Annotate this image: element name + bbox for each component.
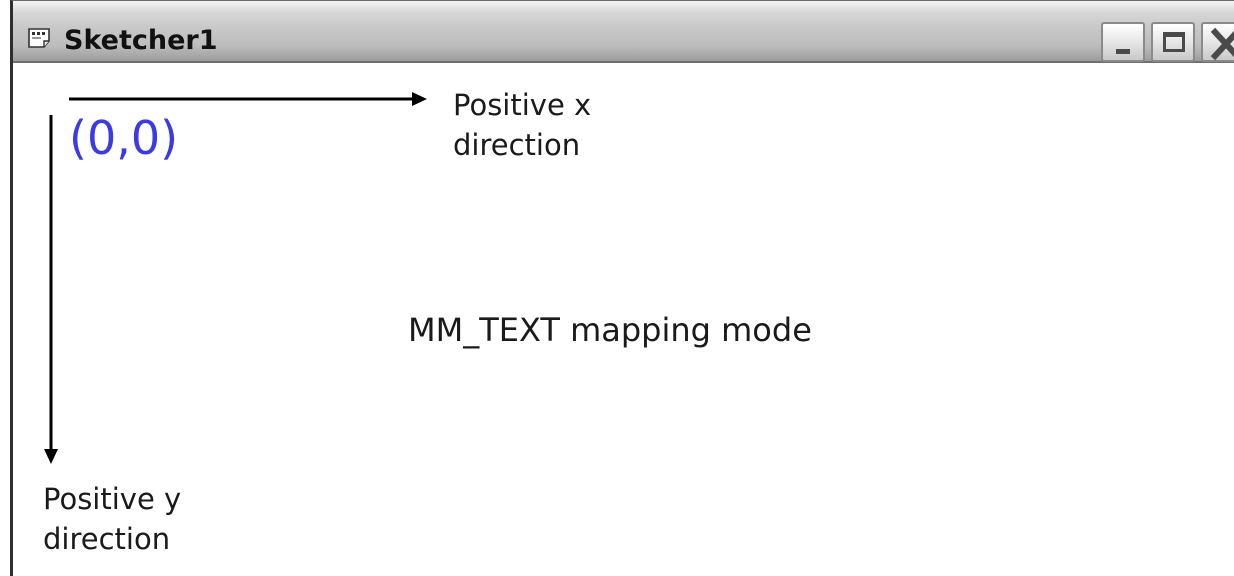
x-direction-label: Positive x direction bbox=[453, 85, 591, 165]
minimize-icon bbox=[1116, 49, 1130, 54]
mapping-mode-label: MM_TEXT mapping mode bbox=[408, 311, 812, 349]
y-axis-arrowhead bbox=[44, 449, 58, 464]
sketcher-app-icon[interactable] bbox=[27, 26, 53, 50]
axes-diagram bbox=[44, 92, 427, 464]
x-direction-label-line2: direction bbox=[453, 128, 581, 162]
title-bar[interactable]: Sketcher1 bbox=[13, 1, 1234, 63]
maximize-icon bbox=[1163, 32, 1185, 52]
sketcher-window: Sketcher1 (0,0) Positive x bbox=[10, 0, 1234, 576]
x-direction-label-line1: Positive x bbox=[453, 88, 592, 122]
x-axis-arrowhead bbox=[412, 92, 427, 106]
maximize-button[interactable] bbox=[1151, 22, 1195, 62]
y-direction-label: Positive y direction bbox=[43, 479, 181, 559]
close-icon bbox=[1210, 28, 1234, 60]
origin-label: (0,0) bbox=[69, 111, 179, 165]
minimize-button[interactable] bbox=[1101, 22, 1145, 62]
client-area[interactable]: (0,0) Positive x direction Positive y di… bbox=[13, 63, 1234, 576]
window-title: Sketcher1 bbox=[64, 25, 218, 56]
y-direction-label-line1: Positive y bbox=[43, 482, 182, 516]
close-button[interactable] bbox=[1201, 22, 1234, 62]
y-direction-label-line2: direction bbox=[43, 522, 171, 556]
